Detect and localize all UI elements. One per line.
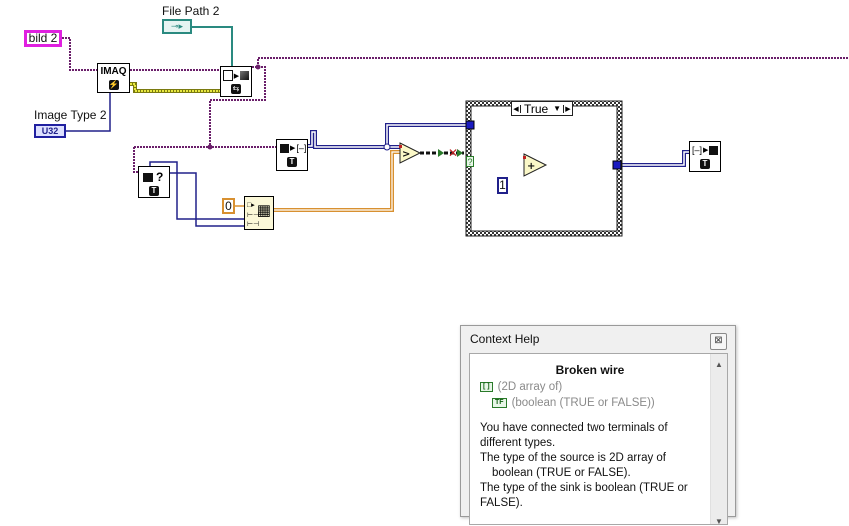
array-grid-icon: ▦ [256,202,271,219]
case-structure[interactable] [465,100,623,237]
greater-than-node[interactable]: > [399,142,422,164]
source-type: [ ] (2D array of) [480,381,562,393]
imaq-create-text: IMAQ [100,66,127,77]
path-wire[interactable] [192,26,233,66]
image-type-wire[interactable] [66,92,111,132]
array-to-image-node[interactable]: [–] ▶ T [689,141,721,172]
array-to-image-glyph: [–] ▶ [692,145,720,155]
orange-wire[interactable] [274,150,400,212]
image-icon [280,143,289,153]
image-type-label: Image Type 2 [34,108,107,122]
svg-text:+: + [527,161,535,172]
help-body: You have connected two terminals of diff… [480,421,710,511]
image-to-array-node[interactable]: ▶ [–] T [276,139,308,171]
file-path-label: File Path 2 [162,4,220,18]
wire-junction [383,143,391,151]
chevron-down-icon[interactable]: ▼ [553,104,561,113]
array-icon: [–] [692,145,703,155]
add-node[interactable]: + [523,153,548,177]
element-type: TF (boolean (TRUE or FALSE)) [492,397,655,409]
error-icon: ⚡ [108,80,119,90]
help-heading: Broken wire [555,363,625,377]
one-constant[interactable]: 1 [497,177,508,194]
arrow-icon: ▶ [703,147,709,154]
arrow-icon: ▶ [290,145,296,152]
element-type-text: (boolean (TRUE or FALSE)) [511,397,655,409]
context-help-content: Broken wire [ ] (2D array of) TF (boolean … [469,353,728,526]
block-diagram: ✕ > + [62,26,849,237]
image-icon [709,145,719,155]
context-help-title: Context Help [470,332,540,346]
file-path-terminal[interactable]: ⊸▸ [162,19,192,34]
tunnel-out [612,160,622,170]
imaq-readfile-node[interactable]: ▶ ⇆ [220,66,252,97]
arrow-icon: ▶ [233,72,240,80]
image-info-glyph: ? [143,170,169,184]
svg-text:>: > [402,149,410,160]
swap-icon: ⇆ [231,84,241,94]
svg-text:✕: ✕ [448,146,458,160]
image-to-array-glyph: ▶ [–] [280,143,307,153]
question-icon: ? [156,170,164,184]
index-in-icon: □▸ [247,202,255,209]
array-type-icon: [ ] [480,381,493,392]
range-icon: ⊢⊣ [247,212,260,219]
t-icon: T [287,157,297,167]
zero-constant[interactable]: 0 [222,198,235,214]
index-array-node[interactable]: □▸ ⊢⊣ ⊢⊣ ▦ [244,196,274,230]
boolean-type-icon: TF [492,397,507,408]
help-line: The type of the source is 2D array of [480,452,667,464]
case-selector[interactable]: ◀ True ▼ ▶ [511,101,573,116]
image-type-terminal[interactable]: U32 [34,124,66,138]
image-wires[interactable] [62,37,849,173]
t-icon: T [700,159,710,169]
image-icon [143,172,153,182]
scroll-down-icon[interactable]: ▼ [715,517,723,526]
case-selector-value: True [524,101,549,116]
scrollbar[interactable]: ▲ ▼ [710,354,727,526]
error-wire[interactable] [130,82,220,93]
close-icon[interactable]: ⊠ [710,333,727,350]
array-icon: [–] [296,143,307,153]
next-case-icon[interactable]: ▶ [563,104,572,113]
help-line: boolean (TRUE or FALSE). [492,467,631,479]
range-icon: ⊢⊣ [247,221,260,228]
bild-control[interactable]: bild 2 [24,30,62,47]
broken-wire[interactable]: ✕ [420,146,464,160]
readfile-glyph: ▶ [221,70,251,81]
prev-case-icon[interactable]: ◀ [512,104,521,113]
imaq-create-node[interactable]: IMAQ ⚡ [97,63,130,93]
selector-terminal[interactable]: ? [466,156,474,167]
help-line: You have connected two terminals of diff… [480,422,668,449]
scroll-up-icon[interactable]: ▲ [715,360,723,369]
disk-icon [222,70,233,81]
image-icon [240,71,250,80]
image-info-node[interactable]: ? T [138,166,170,198]
context-help-window[interactable]: Context Help ⊠ Broken wire [ ] (2D array … [460,325,736,526]
t-icon: T [149,186,159,196]
source-type-text: (2D array of) [497,381,563,393]
wire-junction [207,144,213,150]
wire-junction [255,64,261,70]
tunnel-in [465,120,475,130]
help-line: The type of the sink is boolean (TRUE or… [480,482,688,509]
